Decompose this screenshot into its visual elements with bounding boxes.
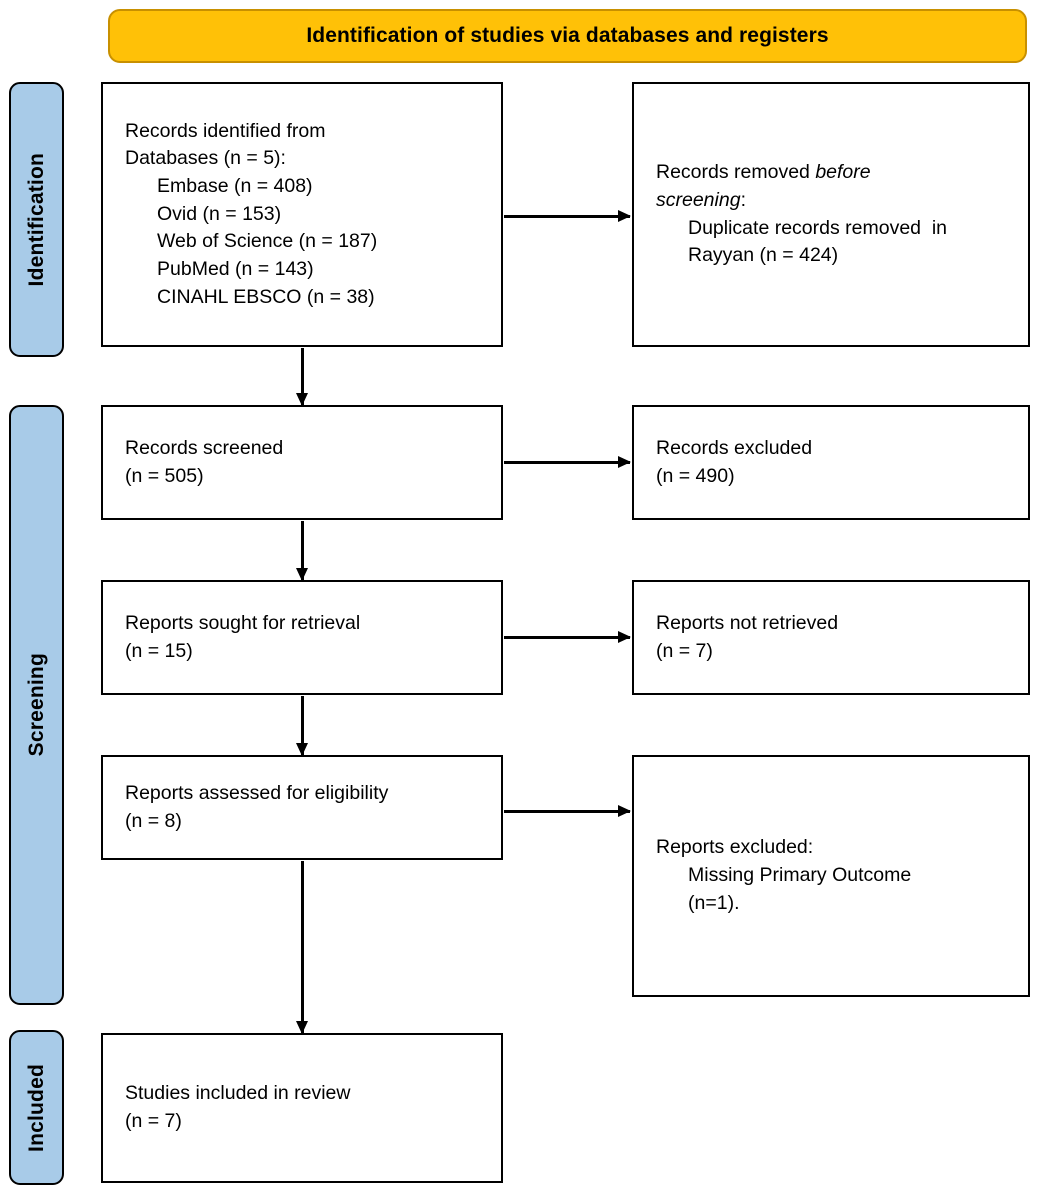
box-records-screened: Records screened (n = 505): [101, 405, 503, 520]
reports-not-retrieved-count: (n = 7): [656, 639, 713, 662]
stage-label-screening: Screening: [9, 405, 64, 1005]
box-reports-assessed-body: Reports assessed for eligibility (n = 8): [103, 780, 501, 835]
reports-assessed-count: (n = 8): [125, 809, 182, 832]
box-studies-included-body: Studies included in review (n = 7): [103, 1080, 501, 1135]
arrow-identified-to-screened: [301, 348, 304, 405]
records-screened-count: (n = 505): [125, 464, 204, 487]
box-records-removed: Records removed before screening: Duplic…: [632, 82, 1030, 347]
diagram-header-banner: Identification of studies via databases …: [108, 9, 1027, 63]
records-removed-detail-2: Rayyan (n = 424): [688, 244, 839, 267]
reports-assessed-label: Reports assessed for eligibility: [125, 781, 389, 804]
box-reports-not-retrieved: Reports not retrieved (n = 7): [632, 580, 1030, 695]
stage-label-included: Included: [9, 1030, 64, 1185]
arrow-screened-to-excluded: [504, 461, 630, 464]
arrow-screened-to-sought: [301, 521, 304, 580]
reports-excluded-reason-2: (n=1).: [688, 891, 740, 914]
arrow-assessed-to-included: [301, 861, 304, 1033]
box-records-identified: Records identified from Databases (n = 5…: [101, 82, 503, 347]
records-identified-heading-1: Records identified from: [125, 119, 326, 142]
records-removed-heading-2: screening:: [656, 187, 1028, 215]
records-identified-source-embase: Embase (n = 408): [157, 174, 313, 197]
box-reports-excluded: Reports excluded: Missing Primary Outcom…: [632, 755, 1030, 997]
reports-sought-count: (n = 15): [125, 639, 193, 662]
stage-label-identification-text: Identification: [24, 152, 48, 287]
box-records-excluded-body: Records excluded (n = 490): [634, 435, 1028, 490]
records-excluded-label: Records excluded: [656, 436, 813, 459]
arrow-assessed-to-excluded: [504, 810, 630, 813]
records-identified-heading-2: Databases (n = 5):: [125, 147, 286, 170]
box-records-excluded: Records excluded (n = 490): [632, 405, 1030, 520]
box-reports-sought-body: Reports sought for retrieval (n = 15): [103, 610, 501, 665]
reports-excluded-reason-1: Missing Primary Outcome: [688, 864, 912, 887]
records-excluded-count: (n = 490): [656, 464, 735, 487]
arrow-sought-to-assessed: [301, 696, 304, 755]
box-reports-not-retrieved-body: Reports not retrieved (n = 7): [634, 610, 1028, 665]
studies-included-count: (n = 7): [125, 1110, 182, 1132]
box-records-identified-body: Records identified from Databases (n = 5…: [103, 118, 501, 312]
records-removed-screening-italic: screening: [656, 188, 741, 211]
records-identified-source-cinahl-ebsco: CINAHL EBSCO (n = 38): [157, 285, 375, 308]
reports-not-retrieved-label: Reports not retrieved: [656, 611, 839, 634]
records-identified-source-web-of-science: Web of Science (n = 187): [157, 230, 378, 253]
box-records-removed-body: Records removed before screening: Duplic…: [634, 159, 1028, 270]
arrow-identified-to-removed: [504, 215, 630, 218]
stage-label-screening-text: Screening: [24, 653, 48, 757]
records-removed-before-italic: before: [815, 161, 871, 184]
records-removed-heading-1: Records removed before: [656, 159, 1028, 187]
arrow-sought-to-not-retrieved: [504, 636, 630, 639]
reports-sought-label: Reports sought for retrieval: [125, 611, 361, 634]
records-identified-source-pubmed: PubMed (n = 143): [157, 258, 314, 281]
records-screened-label: Records screened: [125, 436, 284, 459]
box-reports-sought: Reports sought for retrieval (n = 15): [101, 580, 503, 695]
box-reports-assessed: Reports assessed for eligibility (n = 8): [101, 755, 503, 860]
studies-included-label: Studies included in review: [125, 1082, 351, 1105]
box-studies-included: Studies included in review (n = 7): [101, 1033, 503, 1183]
diagram-title: Identification of studies via databases …: [306, 24, 829, 47]
reports-excluded-label: Reports excluded:: [656, 836, 814, 859]
records-removed-prefix: Records removed: [656, 161, 816, 184]
records-removed-colon: :: [740, 188, 746, 211]
stage-label-identification: Identification: [9, 82, 64, 357]
box-reports-excluded-body: Reports excluded: Missing Primary Outcom…: [634, 834, 1028, 917]
records-identified-source-ovid: Ovid (n = 153): [157, 202, 282, 225]
box-records-screened-body: Records screened (n = 505): [103, 435, 501, 490]
stage-label-included-text: Included: [24, 1063, 48, 1152]
records-removed-detail-1: Duplicate records removed in: [688, 216, 948, 239]
